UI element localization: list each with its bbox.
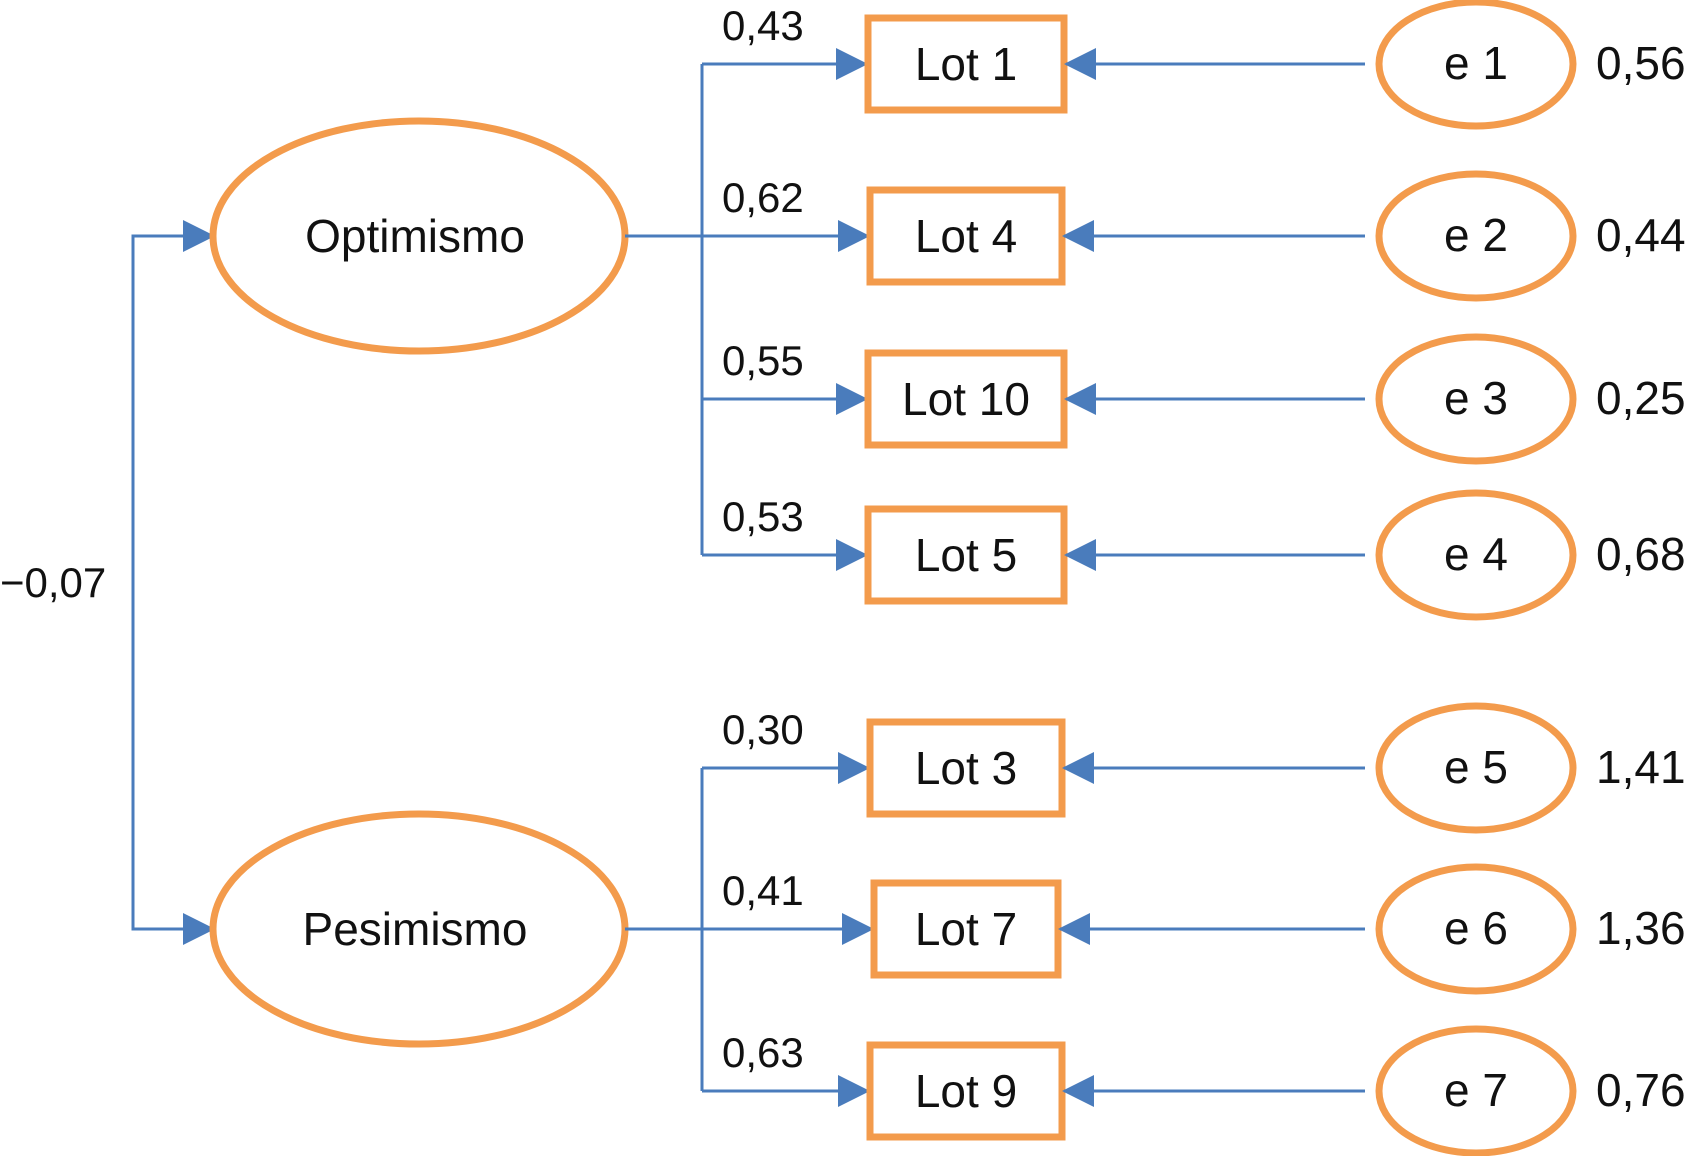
error-label-e5: e 5 — [1444, 741, 1508, 793]
correlation-value: −0,07 — [0, 559, 106, 606]
error-ellipse-e2 — [1375, 170, 1577, 302]
indicator-box-lot-10 — [864, 349, 1068, 449]
factor-optimismo: Optimismo — [209, 117, 629, 355]
loading-value-lot-3: 0,30 — [722, 706, 804, 753]
error-variance-e3: 0,25 — [1596, 372, 1686, 424]
error-ellipse-e5 — [1375, 702, 1577, 834]
error-variance-e4: 0,68 — [1596, 528, 1686, 580]
indicator-box-lot-4 — [866, 186, 1066, 286]
indicator-label-lot-3: Lot 3 — [915, 742, 1017, 794]
indicator-label-lot-1: Lot 1 — [915, 38, 1017, 90]
indicator-box-lot-3 — [866, 718, 1066, 818]
factor-pesimismo: Pesimismo — [209, 810, 629, 1048]
indicator-label-lot-4: Lot 4 — [915, 210, 1017, 262]
error-label-e3: e 3 — [1444, 372, 1508, 424]
error-label-e6: e 6 — [1444, 902, 1508, 954]
loading-value-lot-10: 0,55 — [722, 337, 804, 384]
loading-value-lot-4: 0,62 — [722, 174, 804, 221]
indicator-label-lot-7: Lot 7 — [915, 903, 1017, 955]
error-label-e7: e 7 — [1444, 1064, 1508, 1116]
error-variance-e1: 0,56 — [1596, 37, 1686, 89]
error-ellipse-e6 — [1375, 863, 1577, 995]
error-variance-e6: 1,36 — [1596, 902, 1686, 954]
error-ellipse-e4 — [1375, 489, 1577, 621]
indicator-label-lot-9: Lot 9 — [915, 1065, 1017, 1117]
error-variance-e2: 0,44 — [1596, 209, 1686, 261]
error-ellipse-e7 — [1375, 1025, 1577, 1156]
factor-correlation: −0,07 — [0, 220, 215, 945]
error-ellipse-e3 — [1375, 333, 1577, 465]
error-label-e2: e 2 — [1444, 209, 1508, 261]
loading-value-lot-9: 0,63 — [722, 1029, 804, 1076]
factor-optimismo-label: Optimismo — [305, 210, 525, 262]
error-variance-e7: 0,76 — [1596, 1064, 1686, 1116]
indicator-label-lot-5: Lot 5 — [915, 529, 1017, 581]
correlation-connector — [131, 234, 213, 931]
loading-value-lot-1: 0,43 — [722, 2, 804, 49]
factor-pesimismo-label: Pesimismo — [303, 903, 528, 955]
error-label-e4: e 4 — [1444, 528, 1508, 580]
error-ellipse-e1 — [1375, 0, 1577, 130]
loading-value-lot-7: 0,41 — [722, 867, 804, 914]
error-variance-e5: 1,41 — [1596, 741, 1686, 793]
indicator-label-lot-10: Lot 10 — [902, 373, 1030, 425]
error-label-e1: e 1 — [1444, 37, 1508, 89]
loading-value-lot-5: 0,53 — [722, 493, 804, 540]
